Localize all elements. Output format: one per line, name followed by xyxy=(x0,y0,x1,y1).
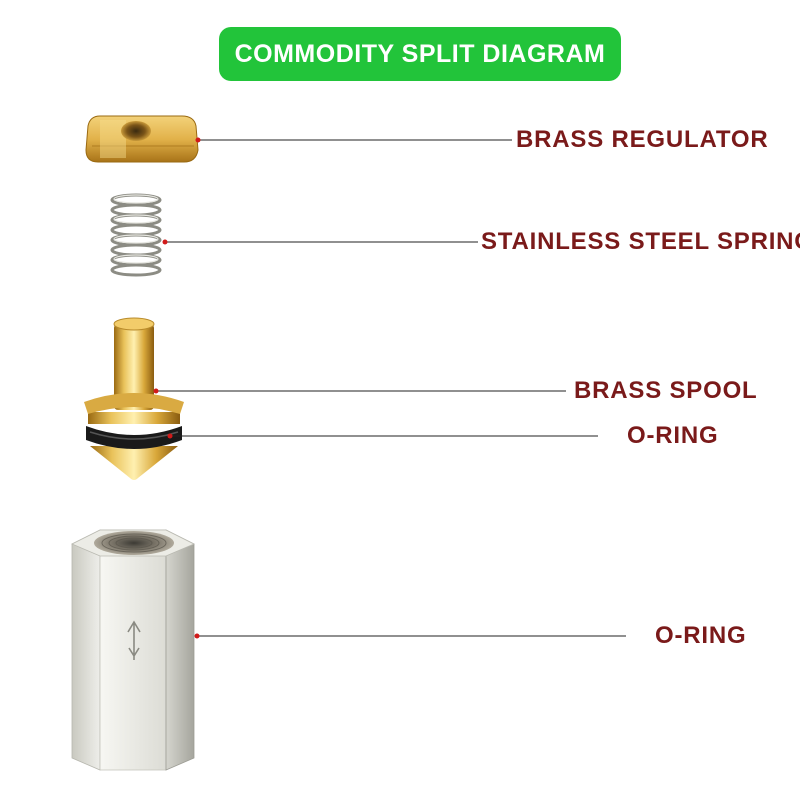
leader-lines xyxy=(156,139,626,637)
label-body-o-ring: O-RING xyxy=(655,622,747,649)
stainless-steel-spring-part xyxy=(110,193,162,277)
brass-spool-part xyxy=(84,317,184,480)
hex-valve-body-part xyxy=(71,529,195,771)
o-ring-part xyxy=(86,426,182,449)
leader-dot-spool xyxy=(153,388,159,394)
diagram-title: COMMODITY SPLIT DIAGRAM xyxy=(219,27,621,81)
leader-dot-spring xyxy=(162,239,168,245)
label-o-ring: O-RING xyxy=(627,422,719,449)
leader-dot-oring xyxy=(167,433,173,439)
leader-dots xyxy=(153,137,201,639)
leader-dot-body xyxy=(194,633,200,639)
label-brass-regulator: BRASS REGULATOR xyxy=(516,126,769,153)
label-brass-spool: BRASS SPOOL xyxy=(574,377,758,404)
brass-regulator-part xyxy=(85,115,199,163)
leader-dot-regulator xyxy=(195,137,201,143)
label-stainless-steel-spring: STAINLESS STEEL SPRING xyxy=(481,228,800,255)
